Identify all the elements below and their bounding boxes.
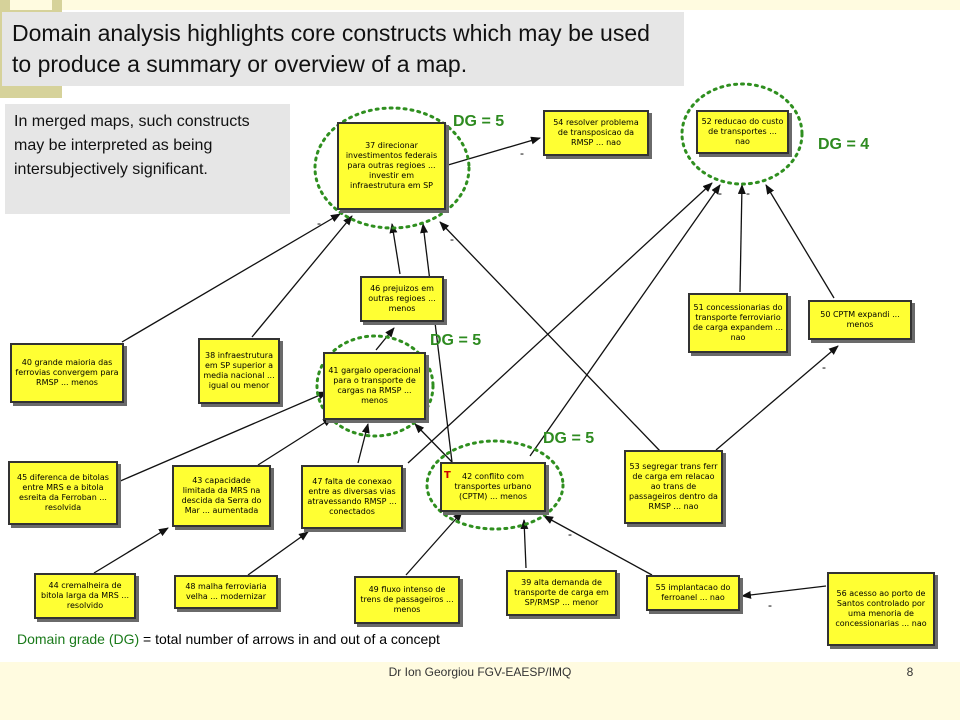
slide-title: Domain analysis highlights core construc… — [2, 12, 684, 86]
definition-term: Domain grade (DG) — [17, 631, 140, 647]
sign-label: - — [768, 598, 772, 612]
arrow-47-52 — [407, 182, 713, 464]
node-text: 53 segregar trans ferr de carga em relac… — [629, 462, 718, 511]
node-text: 43 capacidade limitada da MRS na descida… — [181, 476, 262, 515]
arrow-51-52 — [737, 184, 746, 293]
concept-node-54[interactable]: 54 resolver problema de transposicao da … — [543, 110, 649, 156]
concept-node-37[interactable]: 37 direcionar investimentos federais par… — [337, 122, 446, 210]
arrow-37-54 — [447, 136, 541, 166]
node-text: 52 reducao do custo de transportes ... n… — [701, 117, 784, 146]
arrow-44-43 — [93, 527, 169, 574]
node-text: 50 CPTM expandi ... menos — [820, 310, 900, 329]
node-text: 54 resolver problema de transposicao da … — [553, 118, 639, 147]
arrow-53-37 — [439, 221, 661, 452]
sign-label: - — [317, 216, 321, 230]
arrow-38-37 — [251, 215, 353, 338]
t-badge-icon: T — [444, 470, 451, 481]
concept-node-40[interactable]: 40 grande maioria das ferrovias converge… — [10, 343, 124, 403]
node-text: 56 acesso ao porto de Santos controlado … — [835, 589, 927, 628]
arrow-39-42 — [520, 519, 529, 569]
arrow-50-52 — [765, 184, 835, 299]
arrow-55-42 — [543, 515, 653, 576]
concept-node-44[interactable]: 44 cremalheira de bitola larga da MRS ..… — [34, 573, 136, 619]
sign-label: - — [718, 186, 722, 200]
dg-label-41: DG = 5 — [430, 332, 482, 349]
node-text: 44 cremalheira de bitola larga da MRS ..… — [40, 581, 130, 610]
concept-node-45[interactable]: 45 diferenca de bitolas entre MRS e a bi… — [8, 461, 118, 525]
dg-label-52: DG = 4 — [818, 136, 870, 153]
arrow-42-41 — [414, 423, 453, 463]
sign-label: - — [704, 178, 708, 192]
node-text: 51 concessionarias do transporte ferrovi… — [692, 303, 784, 342]
concept-node-52[interactable]: 52 reducao do custo de transportes ... n… — [696, 110, 789, 154]
arrow-42-52 — [529, 184, 721, 457]
concept-node-55[interactable]: 55 implantacao do ferroanel ... nao — [646, 575, 740, 611]
slide-subtitle: In merged maps, such constructs may be i… — [5, 104, 290, 214]
node-text: 38 infraestrutura em SP superior a media… — [203, 351, 275, 390]
dg-label-42: DG = 5 — [543, 430, 595, 447]
top-band — [0, 0, 960, 10]
arrow-48-47 — [247, 531, 309, 576]
dg-ring-37 — [313, 106, 471, 230]
sign-label: - — [568, 527, 572, 541]
node-text: 47 falta de conexao entre as diversas vi… — [307, 477, 397, 516]
node-text: 49 fluxo intenso de trens de passageiros… — [360, 585, 454, 614]
concept-node-46[interactable]: 46 prejuizos em outras regioes ... menos — [360, 276, 444, 322]
node-text: 40 grande maioria das ferrovias converge… — [15, 358, 119, 387]
concept-node-53[interactable]: 53 segregar trans ferr de carga em relac… — [624, 450, 723, 524]
arrow-42-37 — [420, 223, 453, 463]
arrow-43-41 — [257, 417, 333, 466]
page-number: 8 — [906, 665, 914, 679]
arrow-53-50 — [715, 345, 839, 451]
node-text: 39 alta demanda de transporte de carga e… — [514, 578, 609, 607]
arrow-47-41 — [357, 423, 370, 464]
dg-ring-41 — [315, 334, 435, 438]
concept-node-48[interactable]: 48 malha ferroviaria velha ... moderniza… — [174, 575, 278, 609]
concept-node-47[interactable]: 47 falta de conexao entre as diversas vi… — [301, 465, 403, 529]
arrow-56-55 — [741, 585, 827, 599]
node-text: 45 diferenca de bitolas entre MRS e a bi… — [17, 473, 109, 512]
arrow-40-37 — [121, 213, 341, 343]
node-text: 55 implantacao do ferroanel ... nao — [655, 583, 731, 602]
node-text: 42 conflito com transportes urbano (CPTM… — [454, 472, 532, 501]
dg-label-37: DG = 5 — [453, 113, 505, 130]
arrow-41-46 — [375, 327, 395, 351]
concept-node-39[interactable]: 39 alta demanda de transporte de carga e… — [506, 570, 617, 616]
concept-node-41[interactable]: 41 gargalo operacional para o transporte… — [323, 352, 426, 420]
concept-node-42[interactable]: 42 conflito com transportes urbano (CPTM… — [440, 462, 546, 512]
definition-text: = total number of arrows in and out of a… — [139, 631, 440, 647]
sign-label: - — [746, 186, 750, 200]
sign-label: - — [822, 360, 826, 374]
node-text: 46 prejuizos em outras regioes ... menos — [368, 284, 436, 313]
domain-grade-definition: Domain grade (DG) = total number of arro… — [17, 631, 440, 647]
concept-node-43[interactable]: 43 capacidade limitada da MRS na descida… — [172, 465, 271, 527]
footer-band — [0, 662, 960, 720]
concept-node-51[interactable]: 51 concessionarias do transporte ferrovi… — [688, 293, 788, 353]
arrow-46-37 — [389, 223, 401, 275]
footer-author: Dr Ion Georgiou FGV-EAESP/IMQ — [388, 665, 572, 679]
sign-label: - — [520, 146, 524, 160]
concept-node-56[interactable]: 56 acesso ao porto de Santos controlado … — [827, 572, 935, 646]
node-text: 37 direcionar investimentos federais par… — [345, 141, 438, 190]
sign-label: - — [450, 232, 454, 246]
node-text: 41 gargalo operacional para o transporte… — [328, 366, 421, 405]
concept-node-49[interactable]: 49 fluxo intenso de trens de passageiros… — [354, 576, 460, 624]
node-text: 48 malha ferroviaria velha ... moderniza… — [185, 582, 267, 601]
arrow-45-41 — [117, 391, 328, 483]
concept-node-38[interactable]: 38 infraestrutura em SP superior a media… — [198, 338, 280, 404]
dg-ring-42 — [425, 439, 565, 531]
concept-node-50[interactable]: 50 CPTM expandi ... menos — [808, 300, 912, 340]
arrow-49-42 — [405, 511, 463, 576]
dg-ring-52 — [680, 82, 804, 186]
